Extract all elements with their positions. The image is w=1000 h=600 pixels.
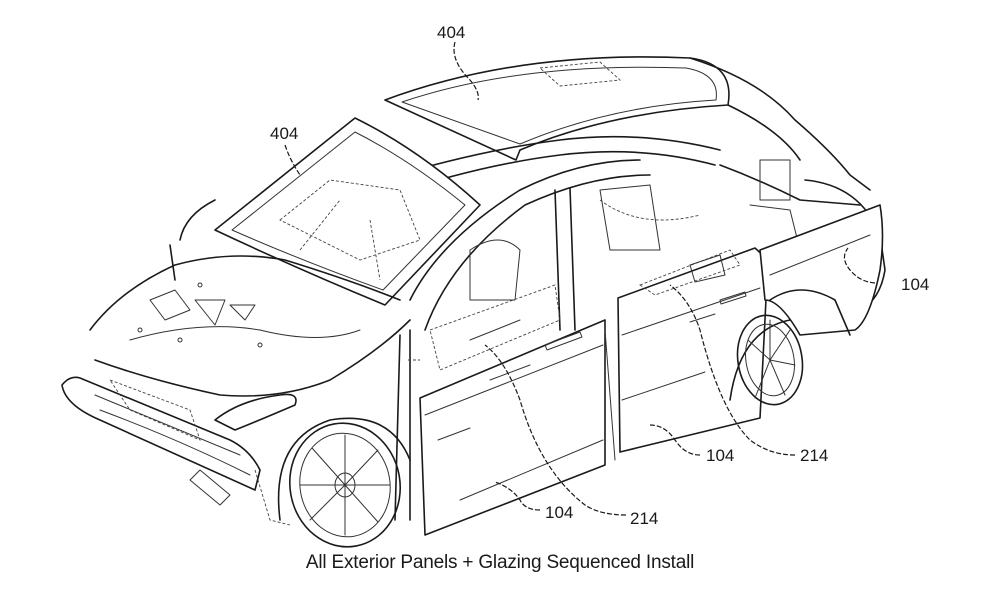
leader-104-quarter [843,247,876,284]
label-214-rear: 214 [800,446,828,465]
label-404-windshield: 404 [270,124,298,143]
rear-wheel [729,314,804,406]
rocker-sill [394,329,616,521]
leader-404-roof [453,41,479,101]
hood-and-front-structure [61,199,411,506]
label-104-front-door: 104 [545,503,573,522]
front-wheel [254,417,411,548]
leader-214-front [484,344,627,516]
label-214-front: 214 [630,509,658,528]
front-door-panel [419,284,606,536]
label-104-rear-door: 104 [706,446,734,465]
leader-214-rear [669,284,796,456]
rear-door-panel [617,247,769,453]
label-104-quarter: 104 [901,275,929,294]
leader-104-front-door [494,481,541,511]
leader-404-windshield [284,144,301,176]
wheel-spokes [299,434,391,536]
body-side-frame [379,135,721,331]
label-404-roof: 404 [437,23,465,42]
leader-104-rear-door [649,424,701,456]
windshield-panel [214,117,481,306]
leader-lines [284,41,876,516]
roof-glass-panel [384,56,730,161]
figure-caption: All Exterior Panels + Glazing Sequenced … [305,552,695,573]
rear-quarter-panel [759,204,884,336]
